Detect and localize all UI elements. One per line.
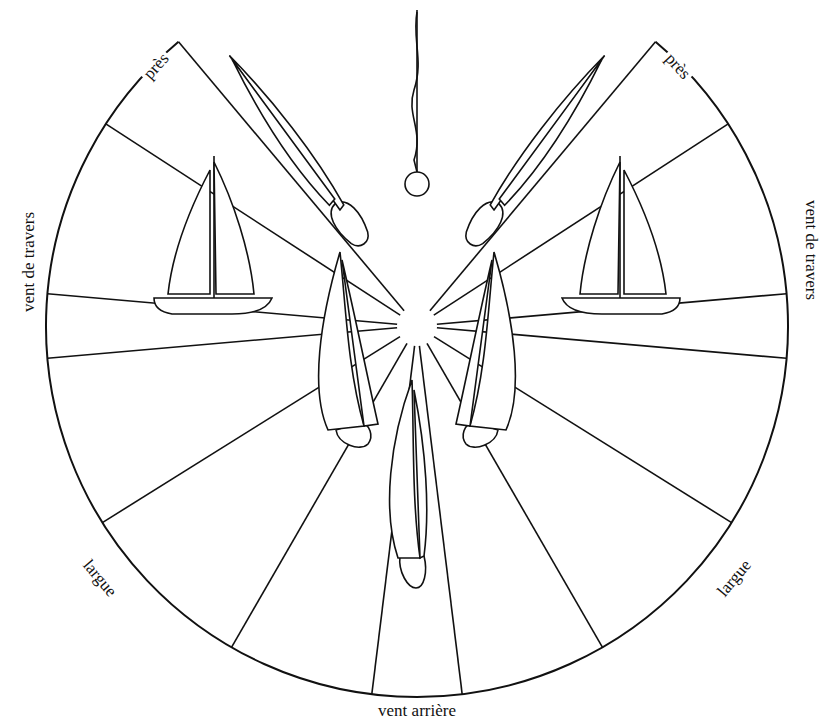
close-hauled-label: près — [659, 47, 696, 85]
running-label: vent arrière — [375, 701, 459, 720]
running-boat — [390, 380, 427, 588]
beam-reach-boat — [154, 156, 272, 314]
close-hauled-boat — [459, 47, 613, 252]
broad-reach-boat — [319, 252, 378, 447]
broad-reach-boat — [456, 252, 515, 447]
close-hauled-boat — [220, 47, 374, 252]
beam-reach-label: vent de travers — [19, 209, 38, 315]
beam-reach-label: vent de travers — [802, 197, 821, 303]
close-hauled-label: près — [137, 47, 174, 85]
beam-reach-boat — [562, 156, 680, 314]
luffing-boat — [405, 10, 429, 196]
broad-reach-label: largue — [77, 553, 123, 602]
broad-reach-label: largue — [711, 553, 757, 602]
